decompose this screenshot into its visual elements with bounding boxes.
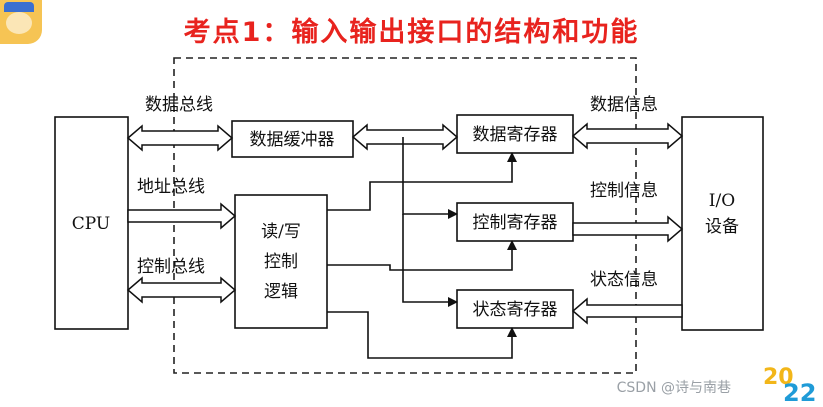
- select-line-control-register: [327, 240, 517, 271]
- cpu-label: CPU: [72, 214, 110, 234]
- io-device-box: [681, 116, 764, 331]
- data-buffer-label: 数据缓冲器: [250, 130, 335, 150]
- rw-logic-label-2: 控制: [264, 252, 298, 272]
- status-register-label: 状态寄存器: [473, 300, 558, 320]
- buffer-to-register-arrow: [351, 123, 459, 151]
- year-badge: 20 22: [757, 365, 819, 407]
- rw-logic-box: [234, 194, 328, 329]
- status-info-label: 状态信息: [590, 270, 658, 290]
- address-bus-label: 地址总线: [137, 177, 205, 197]
- cpu-box: [54, 116, 129, 330]
- data-bus-label: 数据总线: [145, 95, 213, 115]
- logo-avatar: [0, 0, 42, 44]
- io-device-label-2: 设备: [705, 217, 739, 237]
- badge-bottom: 22: [783, 379, 817, 407]
- data-info-arrow: [571, 122, 684, 150]
- logo-face: [6, 12, 32, 34]
- rw-logic-label-3: 逻辑: [264, 282, 298, 302]
- control-bus-label: 控制总线: [137, 257, 205, 277]
- control-info-label: 控制信息: [590, 181, 658, 201]
- data-register-label: 数据寄存器: [473, 125, 558, 145]
- status-register-box: [456, 289, 574, 329]
- page-title: 考点1：输入输出接口的结构和功能: [183, 17, 640, 48]
- rw-logic-label-1: 读/写: [261, 222, 301, 242]
- address-bus-arrow: [127, 202, 237, 230]
- control-register-label: 控制寄存器: [473, 213, 558, 233]
- watermark: CSDN @诗与南巷: [616, 380, 731, 396]
- line-to-control-register: [402, 137, 458, 219]
- select-line-data-register: [327, 152, 517, 211]
- select-line-status-register: [327, 311, 517, 359]
- data-info-label: 数据信息: [590, 95, 658, 115]
- data-buffer-box: [231, 120, 354, 158]
- io-device-label-1: I/O: [709, 191, 735, 211]
- line-from-status-register: [402, 214, 458, 307]
- control-info-arrow: [572, 215, 684, 243]
- badge-top: 20: [763, 365, 794, 390]
- control-bus-arrow: [126, 276, 237, 304]
- status-info-arrow: [571, 297, 683, 325]
- data-bus-arrow: [126, 124, 234, 152]
- logo-hat: [4, 2, 34, 12]
